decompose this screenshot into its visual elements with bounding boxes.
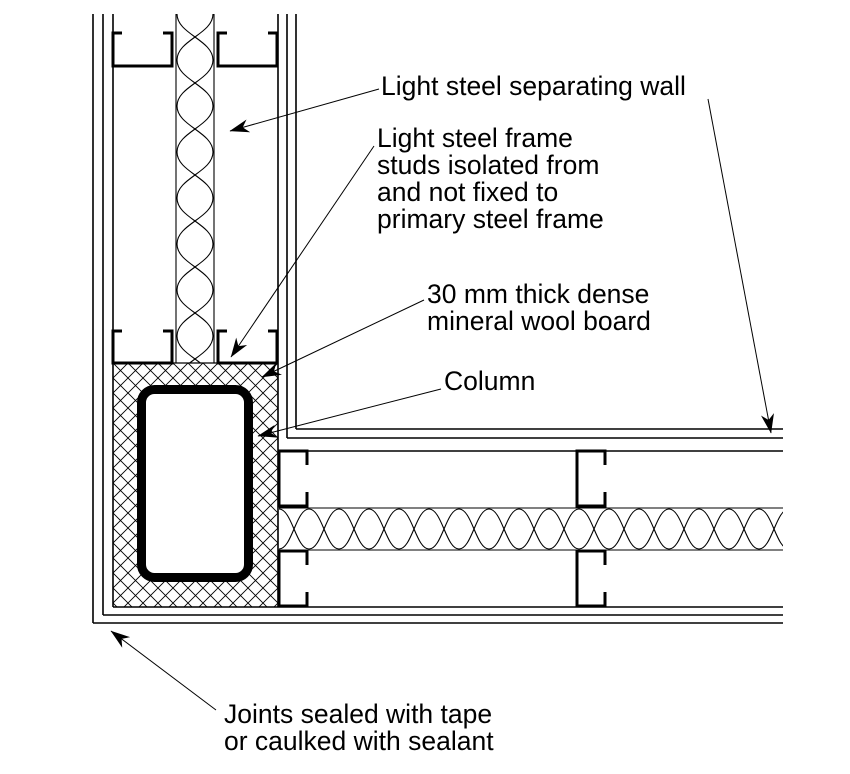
leader-separating-wall-left xyxy=(229,88,380,133)
separating-wall-studs-top xyxy=(111,31,279,68)
label-column: Column xyxy=(444,366,536,396)
insulation-batt-vertical xyxy=(176,14,214,363)
leader-frame-studs xyxy=(230,145,375,358)
hwall-bottom-boards xyxy=(93,606,783,624)
hwall-studs-lower xyxy=(277,549,607,608)
column-encasement xyxy=(113,362,278,607)
leader-lines xyxy=(110,88,774,711)
leader-mineral-wool xyxy=(261,299,425,378)
hwall-top-boards xyxy=(278,428,783,452)
label-joints-sealed: Joints sealed with tape or caulked with … xyxy=(224,699,494,756)
leader-joints xyxy=(110,630,217,711)
hwall-studs-upper xyxy=(277,449,607,508)
insulation-batt-horizontal xyxy=(279,508,783,550)
wall-left-boards xyxy=(92,14,114,623)
insulation-batt-vertical-edges xyxy=(175,14,215,363)
leader-separating-wall-right xyxy=(707,98,774,434)
insulation-batt-horizontal-edges xyxy=(279,507,783,551)
label-separating-wall: Light steel separating wall xyxy=(381,71,686,101)
horizontal-wall-section xyxy=(93,428,783,624)
column-outline xyxy=(137,385,253,582)
label-mineral-wool-board: 30 mm thick dense mineral wool board xyxy=(427,279,651,336)
label-frame-studs: Light steel frame studs isolated from an… xyxy=(377,123,604,234)
leader-column xyxy=(257,388,442,438)
